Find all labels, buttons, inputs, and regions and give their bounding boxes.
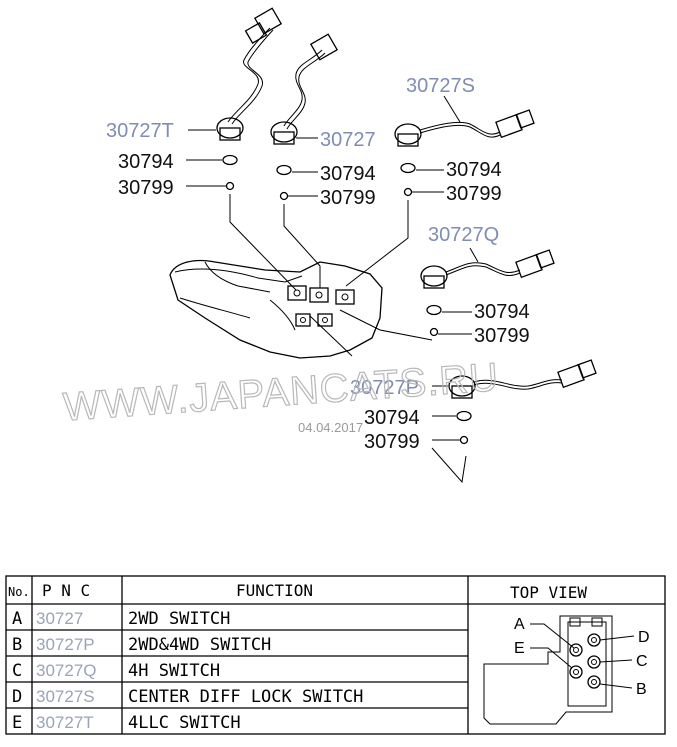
top-view-e: E	[514, 640, 525, 657]
row-pnc[interactable]: 30727	[36, 609, 83, 628]
label-30727t[interactable]: 30727T	[106, 120, 174, 142]
row-no: B	[12, 635, 22, 655]
oring-q	[426, 304, 472, 316]
row-function: CENTER DIFF LOCK SWITCH	[128, 687, 363, 707]
row-pnc[interactable]: 30727S	[36, 687, 95, 706]
transfer-case-housing	[169, 259, 383, 359]
row-no: E	[12, 713, 22, 733]
label-30727q[interactable]: 30727Q	[428, 224, 499, 246]
row-no: C	[12, 661, 22, 681]
top-view-b: B	[636, 681, 647, 698]
header-pnc: P N C	[42, 581, 90, 600]
row-function: 2WD SWITCH	[128, 609, 230, 629]
row-pnc[interactable]: 30727P	[36, 635, 95, 654]
header-function: FUNCTION	[236, 581, 313, 600]
oring-t	[186, 154, 238, 166]
row-function: 2WD&4WD SWITCH	[128, 635, 271, 655]
table-row: C 30727Q 4H SWITCH	[12, 661, 220, 681]
ball-s	[345, 187, 444, 287]
label-30799-q[interactable]: 30799	[474, 325, 530, 347]
top-view-sketch: A E D C B	[483, 615, 650, 725]
label-30799-a[interactable]: 30799	[320, 187, 376, 209]
label-30727s[interactable]: 30727S	[406, 75, 475, 97]
switch-30727q	[420, 247, 555, 289]
label-30799-s[interactable]: 30799	[446, 183, 502, 205]
ball-q	[339, 309, 472, 341]
label-30794-q[interactable]: 30794	[474, 301, 530, 323]
table-row: B 30727P 2WD&4WD SWITCH	[12, 635, 271, 655]
oring-p	[432, 410, 472, 422]
label-30799-t[interactable]: 30799	[118, 177, 174, 199]
label-30794-s[interactable]: 30794	[446, 159, 502, 181]
switch-30727p	[432, 359, 597, 399]
top-view-d: D	[638, 629, 650, 646]
table-row: E 30727T 4LLC SWITCH	[12, 713, 241, 733]
ball-p	[309, 315, 469, 484]
row-no: D	[12, 687, 22, 707]
row-function: 4H SWITCH	[128, 661, 220, 681]
table-row: D 30727S CENTER DIFF LOCK SWITCH	[12, 687, 363, 707]
label-30794-p[interactable]: 30794	[364, 407, 420, 429]
label-30727[interactable]: 30727	[320, 129, 376, 151]
label-30794-a[interactable]: 30794	[320, 163, 376, 185]
top-view-a: A	[514, 616, 525, 633]
switch-table: No. P N C FUNCTION TOP VIEW A 30727 2WD …	[5, 575, 666, 735]
oring-a	[276, 164, 318, 176]
watermark: WWW.JAPANCATS.RU	[62, 355, 501, 429]
switch-30727	[270, 33, 339, 145]
row-pnc[interactable]: 30727T	[36, 713, 94, 732]
ball-a	[279, 191, 321, 288]
ball-t	[186, 181, 297, 291]
label-30727p[interactable]: 30727P	[350, 377, 419, 399]
switch-30727t	[188, 7, 283, 141]
row-pnc[interactable]: 30727Q	[36, 661, 97, 680]
row-function: 4LLC SWITCH	[128, 713, 241, 733]
oring-s	[400, 162, 444, 174]
date-stamp: 04.04.2017	[298, 420, 363, 435]
header-top-view: TOP VIEW	[510, 583, 587, 602]
label-30799-p[interactable]: 30799	[364, 431, 420, 453]
row-no: A	[12, 609, 22, 629]
table-row: A 30727 2WD SWITCH	[12, 609, 230, 629]
label-30794-t[interactable]: 30794	[118, 151, 174, 173]
header-no: No.	[8, 585, 30, 599]
top-view-c: C	[636, 653, 648, 670]
switch-30727s	[394, 95, 535, 147]
